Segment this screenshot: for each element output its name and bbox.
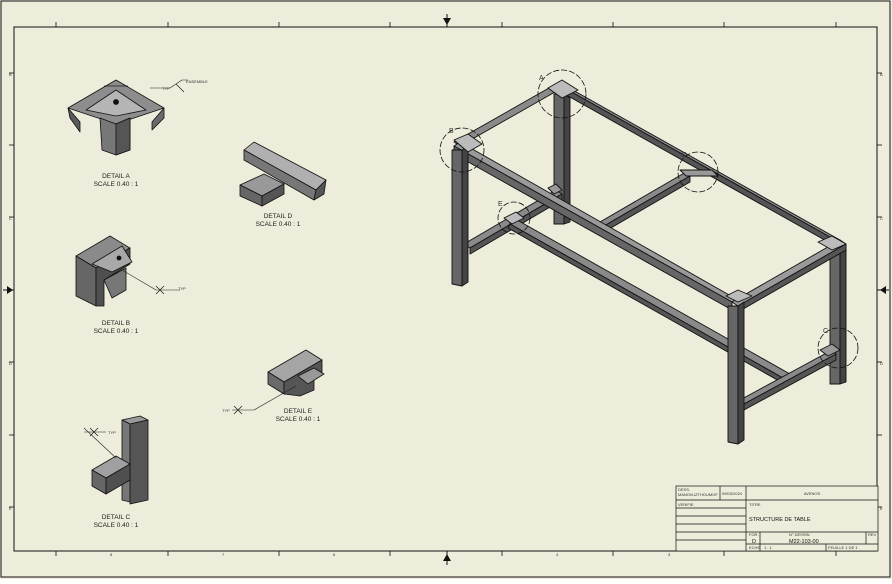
callout-circle-e bbox=[497, 201, 531, 235]
zone-letter: B bbox=[9, 72, 12, 77]
drawing-scale: 1 : 1 bbox=[764, 545, 773, 550]
callout-letter-d: D bbox=[682, 152, 687, 159]
callout-circle-d bbox=[677, 151, 719, 193]
weld-note: ENSEMBLE bbox=[186, 79, 208, 84]
zone-number: 6 bbox=[333, 552, 336, 557]
zone-number: 3 bbox=[668, 552, 671, 557]
callout-letter-c: C bbox=[823, 328, 828, 335]
weld-note: TYP bbox=[108, 430, 116, 435]
callout-circle-a bbox=[537, 69, 587, 119]
checked-label: VERIFIE bbox=[678, 502, 694, 507]
zone-letter: C bbox=[880, 216, 883, 221]
scale-label: ECHE bbox=[749, 545, 760, 550]
callout-circles bbox=[439, 69, 859, 369]
callout-letters: A B C D E bbox=[449, 75, 828, 335]
detail-d-view bbox=[239, 141, 327, 207]
centering-marks bbox=[3, 14, 889, 565]
detail-a-scale: SCALE 0.40 : 1 bbox=[94, 181, 139, 188]
table-frame-view bbox=[451, 79, 847, 445]
detail-d-title: DETAIL D bbox=[264, 213, 293, 220]
inner-border bbox=[13, 26, 878, 552]
title-block-text: DESS. MANON.IZTHOUMOF 09/03/2024 VERIFIE… bbox=[678, 487, 877, 550]
drawing-number: M22-103-00 bbox=[789, 539, 819, 545]
detail-c-title: DETAIL C bbox=[102, 514, 131, 521]
title-label: TITRE bbox=[749, 502, 761, 507]
callout-circle-c bbox=[817, 327, 859, 369]
zone-letter: C bbox=[9, 216, 12, 221]
detail-e-title: DETAIL E bbox=[284, 408, 313, 415]
detail-a-title: DETAIL A bbox=[102, 173, 130, 180]
sheet-number: FEUILLE 1 DE 1 bbox=[828, 545, 858, 550]
company-name: AVENOS bbox=[804, 491, 821, 496]
weld-note: TYP bbox=[162, 86, 170, 91]
zone-letter: E bbox=[880, 506, 883, 511]
callout-letter-e: E bbox=[498, 201, 503, 208]
drawn-date: 09/03/2024 bbox=[722, 491, 743, 496]
zone-number: 4 bbox=[556, 552, 559, 557]
detail-c-view bbox=[83, 415, 149, 505]
detail-b-view bbox=[75, 235, 180, 307]
zone-letter: E bbox=[9, 506, 12, 511]
weld-symbols bbox=[89, 83, 243, 437]
detail-c-scale: SCALE 0.40 : 1 bbox=[94, 522, 139, 529]
callout-letter-a: A bbox=[539, 75, 544, 82]
detail-e-scale: SCALE 0.40 : 1 bbox=[276, 416, 321, 423]
rev-label: REV bbox=[868, 532, 877, 537]
dwg-no-label: N° DESSIN bbox=[789, 532, 810, 537]
drawn-label: DESS. bbox=[678, 487, 690, 492]
zone-letter: D bbox=[9, 361, 12, 366]
zone-letter: B bbox=[880, 72, 883, 77]
detail-d-scale: SCALE 0.40 : 1 bbox=[256, 221, 301, 228]
drawn-by: MANON.IZTHOUMOF bbox=[678, 492, 718, 497]
zone-letter: D bbox=[880, 361, 883, 366]
zone-number: 7 bbox=[222, 552, 225, 557]
sheet-size: D bbox=[752, 539, 756, 545]
size-label: FOR. bbox=[749, 532, 759, 537]
zone-labels: B C D E B C D E 8 7 6 4 3 bbox=[9, 72, 883, 557]
drawing-title: STRUCTURE DE TABLE bbox=[749, 517, 811, 523]
callout-letter-b: B bbox=[449, 128, 454, 135]
weld-note: TYP bbox=[178, 286, 186, 291]
title-block bbox=[675, 485, 879, 552]
weld-note: TYP bbox=[222, 408, 230, 413]
detail-b-scale: SCALE 0.40 : 1 bbox=[94, 328, 139, 335]
callout-circle-b bbox=[439, 127, 485, 173]
detail-a-view bbox=[67, 79, 188, 156]
detail-b-title: DETAIL B bbox=[102, 320, 130, 327]
zone-number: 8 bbox=[110, 552, 113, 557]
detail-e-view bbox=[232, 349, 325, 411]
